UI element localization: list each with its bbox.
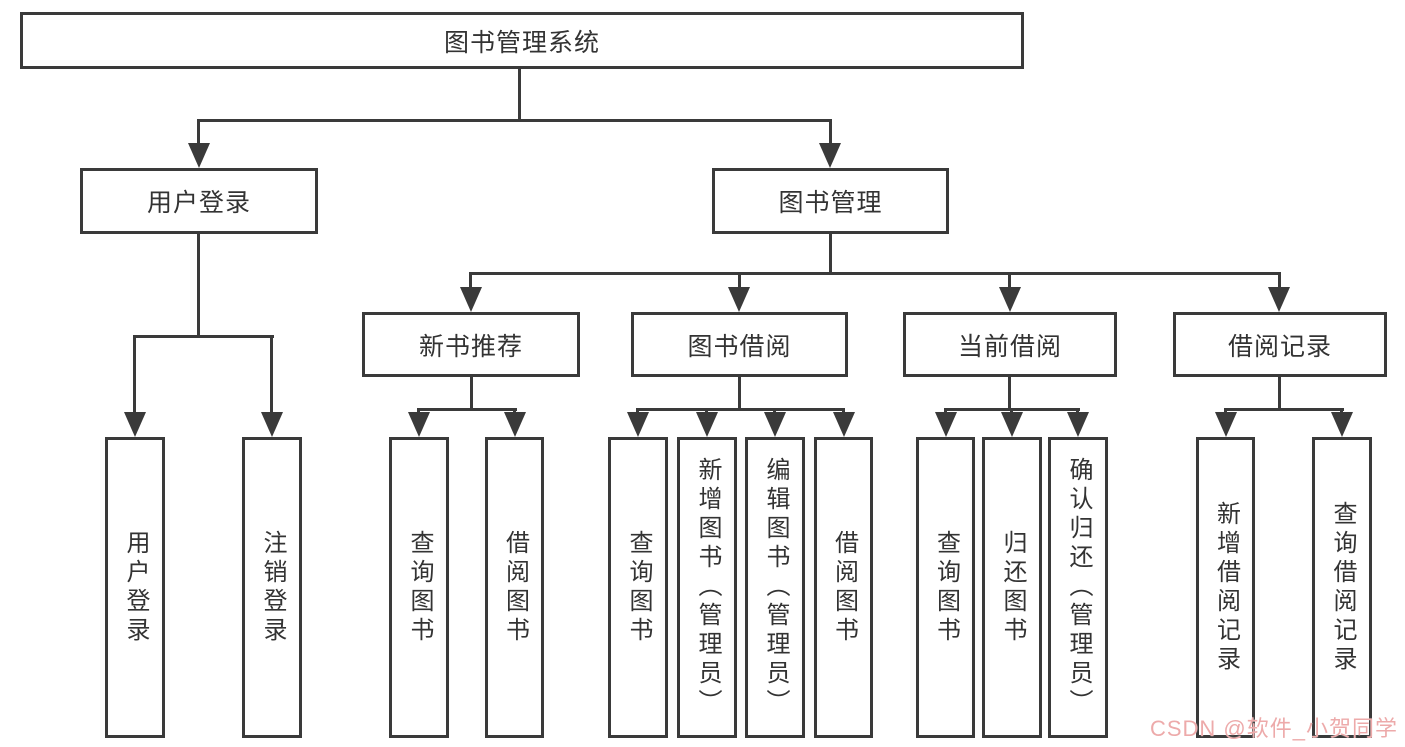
leaf-logout: 注销登录 <box>242 437 302 738</box>
arrow-down-icon <box>833 412 855 437</box>
node-new-book-recommend: 新书推荐 <box>362 312 580 377</box>
node-user-login: 用户登录 <box>80 168 318 234</box>
node-current-borrow: 当前借阅 <box>903 312 1117 377</box>
node-label: 新书推荐 <box>418 332 523 361</box>
leaf-label: 确认归还（管理员） <box>1065 457 1092 718</box>
leaf-borrow-add-books-admin: 新增图书（管理员） <box>677 437 737 738</box>
connector-line <box>518 69 521 122</box>
arrow-down-icon <box>1215 412 1237 437</box>
arrow-down-icon <box>819 143 841 168</box>
leaf-label: 用户登录 <box>122 529 149 646</box>
connector-line <box>636 408 845 411</box>
arrow-down-icon <box>764 412 786 437</box>
arrow-down-icon <box>935 412 957 437</box>
arrow-down-icon <box>261 412 283 437</box>
connector-line <box>197 119 200 146</box>
leaf-borrow-borrow-books: 借阅图书 <box>814 437 873 738</box>
leaf-record-query-borrow-record: 查询借阅记录 <box>1312 437 1372 738</box>
arrow-down-icon <box>408 412 430 437</box>
connector-line <box>1278 272 1281 289</box>
connector-line <box>738 377 741 410</box>
leaf-label: 查询图书 <box>406 529 433 646</box>
connector-line <box>133 335 136 414</box>
connector-line <box>469 272 472 289</box>
leaf-user-login: 用户登录 <box>105 437 165 738</box>
node-borrow-records: 借阅记录 <box>1173 312 1387 377</box>
connector-line <box>1008 272 1011 289</box>
leaf-borrow-query-books: 查询图书 <box>608 437 668 738</box>
arrow-down-icon <box>124 412 146 437</box>
connector-line <box>829 234 832 275</box>
node-book-management: 图书管理 <box>712 168 949 234</box>
node-label: 用户登录 <box>146 189 251 217</box>
leaf-newbook-borrow-books: 借阅图书 <box>485 437 544 738</box>
connector-line <box>197 234 200 337</box>
arrow-down-icon <box>1331 412 1353 437</box>
node-library-management-system: 图书管理系统 <box>20 12 1024 69</box>
connector-line <box>417 408 517 411</box>
connector-line <box>829 119 832 146</box>
node-label: 图书管理系统 <box>443 28 600 57</box>
connector-line <box>1008 377 1011 410</box>
arrow-down-icon <box>696 412 718 437</box>
connector-line <box>469 272 1281 275</box>
leaf-label: 借阅图书 <box>501 529 529 646</box>
arrow-down-icon <box>999 287 1021 312</box>
leaf-label: 查询图书 <box>932 529 960 646</box>
node-label: 当前借阅 <box>957 332 1062 361</box>
leaf-label: 编辑图书（管理员） <box>762 457 789 718</box>
connector-line <box>197 119 832 122</box>
leaf-current-query-books: 查询图书 <box>916 437 975 738</box>
leaf-borrow-edit-books-admin: 编辑图书（管理员） <box>745 437 805 738</box>
connector-line <box>270 335 273 414</box>
connector-line <box>134 335 274 338</box>
arrow-down-icon <box>627 412 649 437</box>
arrow-down-icon <box>1067 412 1089 437</box>
leaf-label: 借阅图书 <box>830 529 858 646</box>
leaf-label: 查询借阅记录 <box>1329 500 1356 675</box>
leaf-current-confirm-return-admin: 确认归还（管理员） <box>1048 437 1108 738</box>
arrow-down-icon <box>1001 412 1023 437</box>
leaf-label: 注销登录 <box>259 529 286 646</box>
leaf-label: 新增图书（管理员） <box>694 457 721 718</box>
node-book-borrow: 图书借阅 <box>631 312 848 377</box>
leaf-newbook-query-books: 查询图书 <box>389 437 449 738</box>
arrow-down-icon <box>1268 287 1290 312</box>
node-label: 图书管理 <box>778 189 883 217</box>
leaf-label: 归还图书 <box>999 529 1026 646</box>
connector-line <box>470 377 473 410</box>
leaf-label: 查询图书 <box>625 529 652 646</box>
leaf-record-add-borrow-record: 新增借阅记录 <box>1196 437 1255 738</box>
arrow-down-icon <box>728 287 750 312</box>
node-label: 借阅记录 <box>1227 332 1332 361</box>
connector-line <box>1278 377 1281 410</box>
connector-line <box>738 272 741 289</box>
arrow-down-icon <box>188 143 210 168</box>
watermark: CSDN @软件_小贺同学 <box>1149 716 1398 741</box>
leaf-label: 新增借阅记录 <box>1212 500 1240 675</box>
leaf-current-return-books: 归还图书 <box>982 437 1042 738</box>
arrow-down-icon <box>460 287 482 312</box>
node-label: 图书借阅 <box>687 332 792 361</box>
arrow-down-icon <box>504 412 526 437</box>
connector-line <box>1224 408 1344 411</box>
